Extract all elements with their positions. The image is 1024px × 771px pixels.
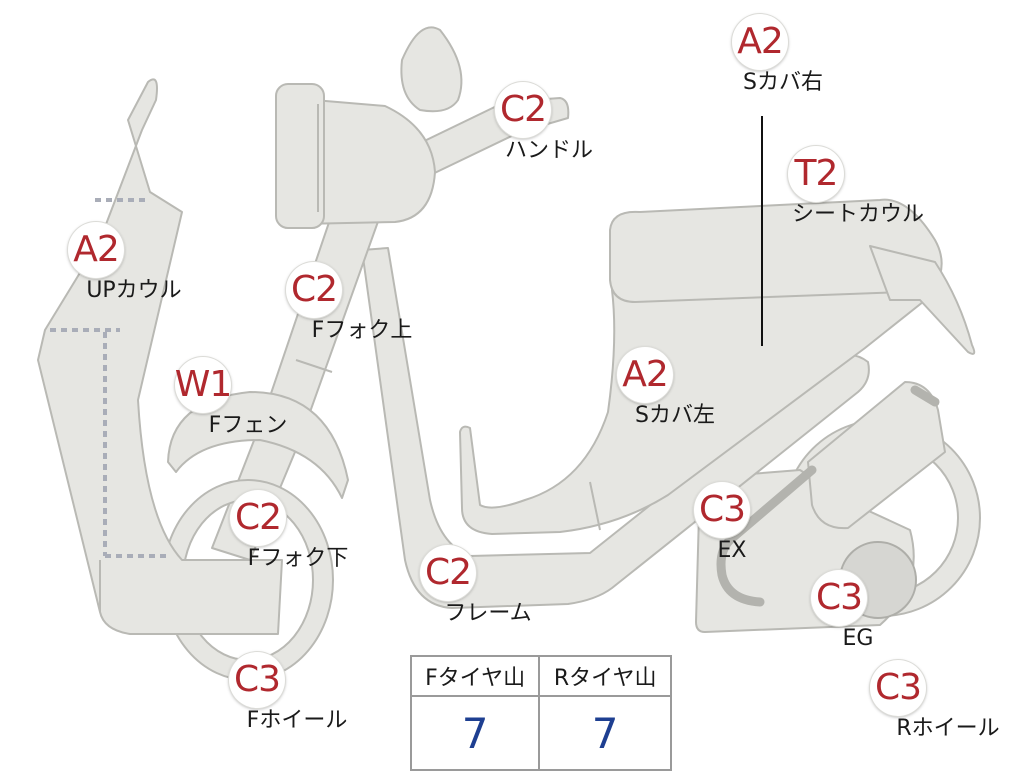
seat-shape [609,198,943,303]
grade-badge: C3 [694,482,750,538]
part-label: UPカウル [86,278,182,303]
grade-badge: C3 [811,570,867,626]
part-label: Sカバ右 [743,70,823,95]
grade-badge: C2 [286,262,342,318]
grade-badge: A2 [617,347,673,403]
part-label: Fフォク下 [247,546,349,571]
part-label: Fフォク上 [311,318,413,343]
front-wheel-shape [162,479,334,681]
fork-seam-shape [295,359,333,373]
grade-badge: C3 [229,652,285,708]
exhaust-pipe-shape [716,465,817,607]
side-cover-seam [589,481,601,531]
part-label: シートカウル [791,202,925,227]
grade-badge: A2 [68,222,124,278]
rear-tire-header: Rタイヤ山 [538,655,672,697]
part-label: Fフェン [208,413,288,438]
shock-rod-shape [910,385,940,407]
front-tire-value: 7 [409,695,541,771]
rear-shock-shape [807,381,946,530]
headlight-shape [275,83,325,229]
part-label: Fホイール [246,708,348,733]
side-cover-shape [459,257,940,535]
grade-badge: W1 [175,357,232,413]
handle-cover-shape [289,97,436,225]
part-label: Sカバ左 [635,403,715,428]
seat-cowl-shape [869,245,976,355]
grade-badge: C2 [420,545,476,601]
grade-badge: A2 [732,14,788,70]
tire-tread-table: Fタイヤ山 Rタイヤ山 7 7 [409,655,672,771]
grade-badge: C2 [495,82,551,138]
part-label: EG [842,626,874,651]
part-label: Rホイール [896,716,1000,741]
grade-badge: C3 [870,660,926,716]
grade-badge: C2 [230,490,286,546]
front-tire-header: Fタイヤ山 [409,655,541,697]
part-label: フレーム [444,601,532,626]
mirror-shape [400,26,463,113]
part-label: EX [717,538,747,563]
up-cowl-shape [37,78,283,635]
grade-badge: T2 [788,146,844,202]
part-label: ハンドル [504,138,594,163]
rear-tire-value: 7 [538,695,672,771]
